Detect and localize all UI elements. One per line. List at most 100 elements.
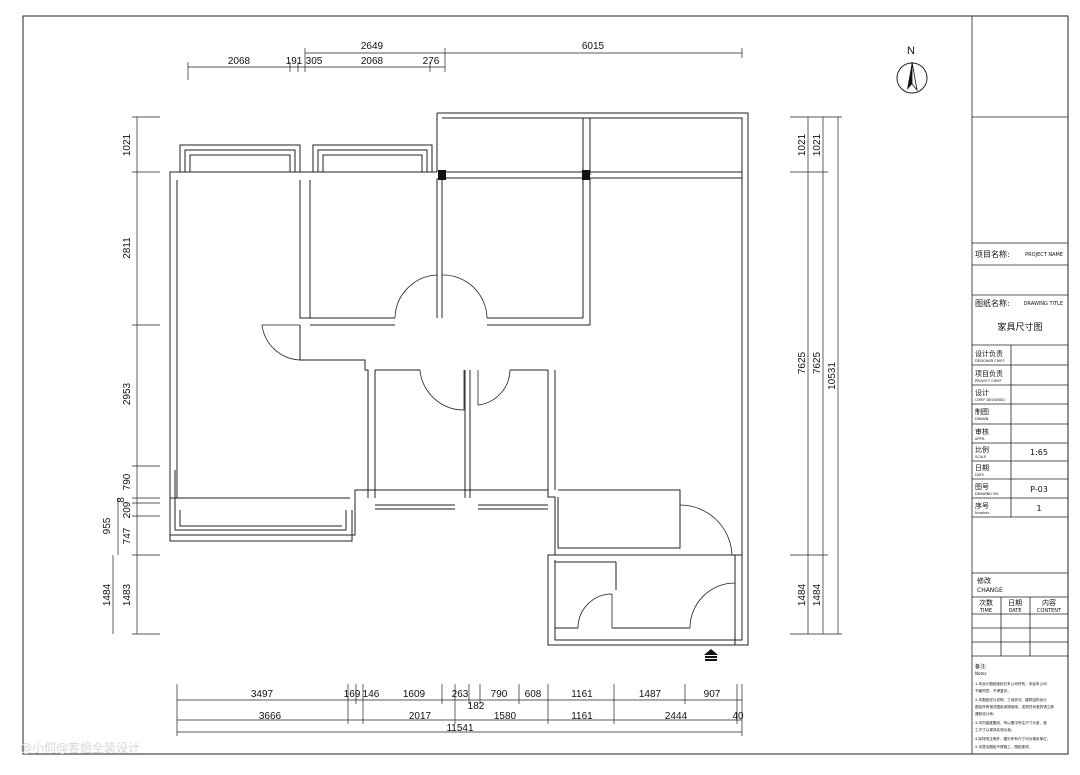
right-dim-labels: 1021 7625 1484 1021 7625 1484 10531 xyxy=(797,133,838,606)
dim-left-1021: 1021 xyxy=(122,133,133,156)
row-number-en: Number. xyxy=(975,511,990,515)
dim-top-2068b: 2068 xyxy=(361,56,384,67)
dim-bottom-790: 790 xyxy=(491,689,508,700)
row-designer-chief-label: 设计负责 xyxy=(975,349,1003,358)
north-compass-icon: N xyxy=(896,45,928,94)
dim-bottom-608: 608 xyxy=(525,689,542,700)
project-name-label: 项目名称: xyxy=(975,249,1010,259)
row-drawing-no-en: DRAWING NO. xyxy=(975,492,999,496)
change-col-time-cn: 次数 xyxy=(979,598,993,607)
drawing-title-en: DRAWING TITLE xyxy=(1024,301,1063,307)
change-en: CHANGE xyxy=(977,587,1003,594)
top-dimensions xyxy=(187,48,743,80)
dim-bottom-3666: 3666 xyxy=(259,711,282,722)
row-drawing-no-label: 图号 xyxy=(975,483,989,491)
title-block-text: 项目名称: PROJECT NAME 图纸名称: DRAWING TITLE 家… xyxy=(975,249,1063,749)
row-scale-value: 1:65 xyxy=(1030,448,1048,457)
left-balcony xyxy=(169,466,353,542)
row-number-label: 序号 xyxy=(975,501,989,510)
note-line: 4.除特别注明外，图中所有尺寸均为毫米单位。 xyxy=(975,736,1050,741)
note-line: 2.本图纸仅与说明，工地状况，建筑结构设计 xyxy=(975,697,1047,702)
dim-right-total-10531: 10531 xyxy=(827,362,838,390)
floor-plan xyxy=(169,112,749,646)
dim-top-6015: 6015 xyxy=(582,41,605,52)
drawing-title-value: 家具尺寸图 xyxy=(997,321,1042,333)
dim-left-1483: 1483 xyxy=(122,583,133,606)
dim-left-747: 747 xyxy=(122,527,133,544)
dim-bottom-3497: 3497 xyxy=(251,689,274,700)
dim-bottom-1580: 1580 xyxy=(494,711,517,722)
note-line: 工尺寸以现场实测为准。 xyxy=(975,727,1015,732)
change-col-date-en: DATE xyxy=(1008,608,1021,614)
left-dim-labels: 1021 2811 2953 790 8 209 955 747 1484 14… xyxy=(102,133,133,606)
row-designed-en: CHIEF DESIGNED xyxy=(975,398,1005,402)
note-line: 通知设计师。 xyxy=(975,711,997,716)
title-block xyxy=(971,16,1068,754)
project-name-en: PROJECT NAME xyxy=(1025,252,1063,258)
dim-bottom-1487: 1487 xyxy=(639,689,662,700)
row-appr-label: 审核 xyxy=(975,427,989,436)
watermark: @小伺@客姐全装设计 xyxy=(20,740,140,755)
column-1 xyxy=(438,170,446,180)
door-swing-1 xyxy=(394,274,438,319)
change-col-time-en: TIME xyxy=(979,608,992,614)
change-col-content-cn: 内容 xyxy=(1042,598,1056,607)
dim-bottom-40: 40 xyxy=(732,711,744,722)
door-swing-2 xyxy=(441,274,488,319)
door-swing-6 xyxy=(679,504,733,556)
top-bay-window-1 xyxy=(179,144,301,172)
note-line: 3.切勿量度图纸，所以图中所注尺寸为准，施 xyxy=(975,720,1047,725)
dim-bottom-1609: 1609 xyxy=(403,689,426,700)
doors xyxy=(261,274,736,629)
compass-label: N xyxy=(907,45,915,57)
row-project-chief-en: PROJECT CHIEF xyxy=(975,379,1002,383)
door-swing-3 xyxy=(419,369,465,411)
dim-bottom-2444: 2444 xyxy=(665,711,688,722)
dim-right-b-1021: 1021 xyxy=(812,133,823,156)
notes-en: Notes xyxy=(975,671,987,676)
dim-bottom-907: 907 xyxy=(704,689,721,700)
drawing-title-label: 图纸名称: xyxy=(975,298,1010,308)
change-col-date-cn: 日期 xyxy=(1008,599,1022,607)
row-scale-en: SCALE xyxy=(975,455,986,459)
change-label: 修改 xyxy=(977,576,991,585)
dim-bottom-146: 146 xyxy=(363,689,380,700)
row-date-label: 日期 xyxy=(975,464,989,472)
door-swing-8 xyxy=(689,582,736,629)
dim-right-a-1021: 1021 xyxy=(797,133,808,156)
row-date-en: DATE xyxy=(975,473,984,477)
notes-label: 备注: xyxy=(975,663,987,670)
row-appr-en: APPR. xyxy=(975,437,985,441)
dim-left-209: 209 xyxy=(122,501,133,518)
door-swing-7 xyxy=(577,593,613,629)
dim-right-a-7625: 7625 xyxy=(797,351,808,374)
dim-right-b-1484: 1484 xyxy=(812,583,823,606)
dim-left-790: 790 xyxy=(122,473,133,490)
bottom-dim-labels: 3497 169 146 1609 263 790 608 1161 1487 … xyxy=(251,689,744,734)
note-line: 图及所有相关图纸参照使用，发现任何差异请立即 xyxy=(975,704,1054,709)
note-line: 书面同意，不得复印。 xyxy=(975,688,1011,693)
change-col-content-en: CONTENT xyxy=(1037,608,1062,614)
dim-bottom-169: 169 xyxy=(344,689,361,700)
row-scale-label: 比例 xyxy=(975,445,989,454)
dim-top-2649: 2649 xyxy=(361,41,384,52)
dim-top-276: 276 xyxy=(423,56,440,67)
dim-bottom-2017: 2017 xyxy=(409,711,432,722)
dim-bottom-1161a: 1161 xyxy=(571,689,593,700)
row-drawing-no-value: P-03 xyxy=(1030,485,1048,494)
dim-bottom-263: 263 xyxy=(452,689,469,700)
right-dimensions xyxy=(790,116,842,635)
note-line: 5.未提出图纸不得施工，图纸更改。 xyxy=(975,744,1032,749)
row-designed-label: 设计 xyxy=(975,388,989,397)
top-bay-window-2 xyxy=(312,144,433,172)
outer-wall xyxy=(169,112,749,646)
dim-left-2953: 2953 xyxy=(122,382,133,405)
entry-arrow-icon xyxy=(704,649,718,661)
dim-bottom-182: 182 xyxy=(468,701,485,712)
column-2 xyxy=(582,170,590,180)
top-dim-labels: 2649 6015 2068 191 305 2068 276 xyxy=(228,41,605,67)
dim-bottom-1161b: 1161 xyxy=(571,711,593,722)
note-line: 1.本设计图纸版权归本公司所有，未经本公司 xyxy=(975,681,1047,686)
bottom-dimensions xyxy=(176,684,743,736)
